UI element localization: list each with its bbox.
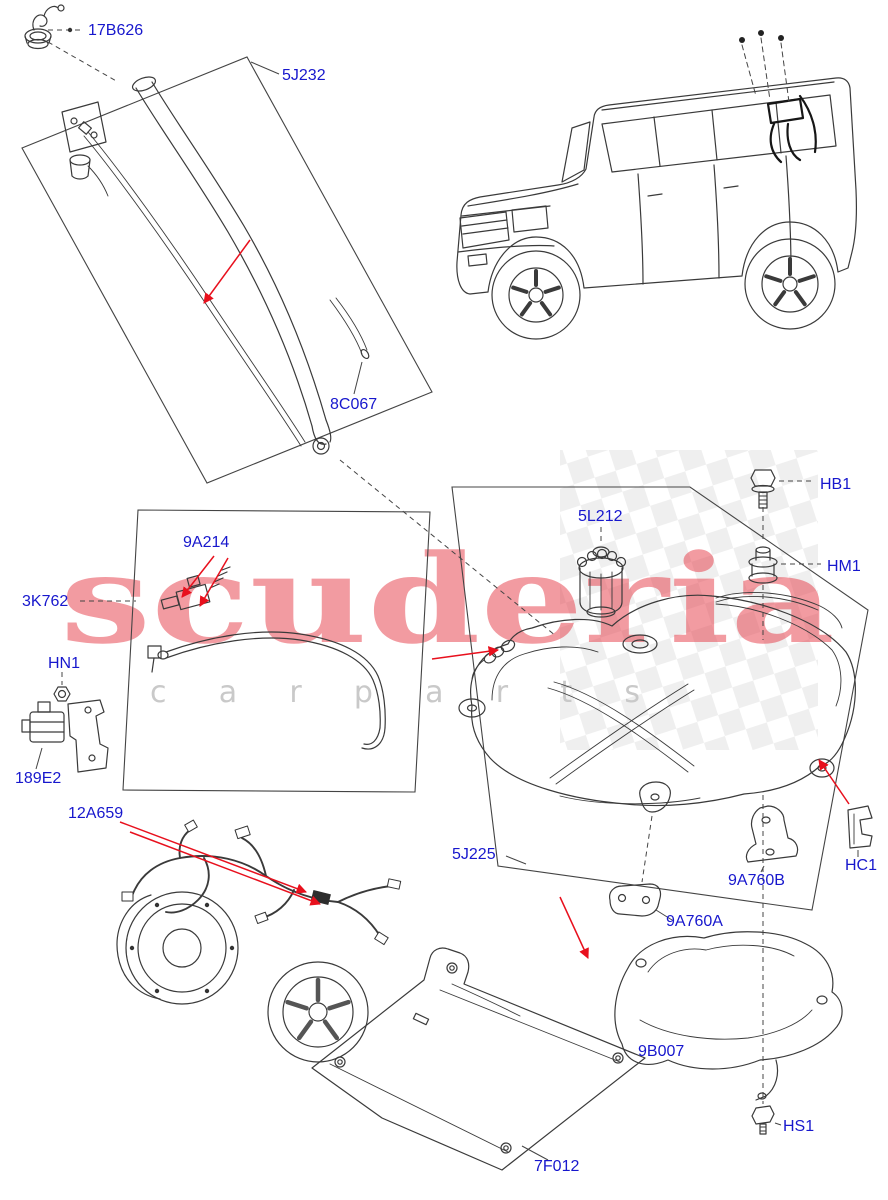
fuel-filler-unit-highlight — [766, 94, 817, 164]
vent-valve-group — [122, 509, 431, 793]
nut-hn1 — [53, 686, 71, 702]
red-leader-arrow — [559, 896, 589, 959]
assembly-dash-lines — [47, 41, 764, 1104]
filler-pipe-group — [21, 4, 433, 484]
window-pillars — [653, 101, 782, 167]
harness-connector — [121, 891, 134, 902]
roof-rail — [601, 81, 835, 111]
harness-connector — [254, 911, 269, 924]
harness-target-connector — [310, 889, 331, 905]
windshield — [561, 121, 591, 183]
road-wheel — [267, 961, 369, 1063]
solenoid-group — [21, 686, 109, 773]
harness-sketch — [116, 819, 402, 1063]
label-17B626: 17B626 — [88, 22, 143, 39]
harness-connector — [374, 931, 389, 946]
red-leader-arrow — [181, 555, 215, 598]
red-leader-arrow — [119, 821, 307, 894]
grille — [459, 211, 510, 249]
cap-spring — [32, 5, 59, 31]
label-12A659: 12A659 — [68, 805, 123, 822]
cap-stud — [57, 4, 65, 12]
red-leader-arrow — [203, 239, 251, 304]
vent-pipe-3k762 — [147, 631, 386, 750]
label-HC1: HC1 — [845, 857, 877, 874]
bellhousing — [125, 891, 239, 1005]
label-9B007: 9B007 — [638, 1043, 684, 1060]
bracket-9a760b — [745, 805, 799, 863]
hood-lines — [461, 183, 579, 217]
label-5J232: 5J232 — [282, 67, 326, 84]
grommet-hm1 — [748, 546, 778, 584]
red-pointer-arrows — [119, 239, 850, 959]
side-glass — [601, 94, 837, 173]
label-9A760B: 9A760B — [728, 872, 785, 889]
tank-left-ear — [458, 698, 486, 718]
tank-center-ear — [639, 781, 671, 813]
label-3K762: 3K762 — [22, 593, 68, 610]
label-HS1: HS1 — [783, 1118, 814, 1135]
roof-fastener-leaders — [741, 37, 790, 103]
label-HM1: HM1 — [827, 558, 861, 575]
label-5J225: 5J225 — [452, 846, 496, 863]
headlight — [511, 205, 549, 233]
filler-cap — [24, 4, 65, 50]
label-HN1: HN1 — [48, 655, 80, 672]
bolt-hs1 — [751, 1105, 775, 1135]
label-HB1: HB1 — [820, 476, 851, 493]
door-seams — [637, 155, 792, 285]
watermark: scuderia c a r p a r t s — [60, 450, 835, 750]
pump-flange — [622, 634, 658, 654]
bellhousing-bolts — [129, 902, 235, 994]
red-leader-arrow — [199, 557, 229, 607]
clip-hc1 — [847, 805, 873, 849]
door-handles — [647, 185, 739, 197]
vehicle-body — [456, 77, 857, 295]
vehicle-sketch — [456, 30, 857, 340]
filler-neck-bracket — [61, 101, 107, 153]
roof-fasteners — [739, 30, 784, 43]
part-labels: 17B626 5J232 8C067 9A214 3K762 HN1 189E2… — [15, 22, 877, 1175]
tank-box-outline — [451, 486, 869, 911]
bumper — [457, 244, 555, 267]
solenoid-189e2 — [21, 701, 65, 743]
watermark-brand: scuderia — [60, 527, 835, 671]
fuel-pump-5l212 — [576, 546, 627, 618]
filler-pipe-box-outline — [21, 56, 433, 484]
label-leader-lines — [35, 27, 859, 1161]
checker-flag — [560, 450, 818, 750]
filler-pipe-assembly — [61, 76, 370, 455]
tank-right-ear — [809, 758, 835, 778]
label-5L212: 5L212 — [578, 508, 623, 525]
label-9A760A: 9A760A — [666, 913, 723, 930]
red-leader-arrow — [818, 759, 850, 805]
harness-connector — [386, 878, 402, 890]
label-9A214: 9A214 — [183, 534, 229, 551]
red-leader-arrow — [431, 646, 500, 660]
harness-connector — [184, 819, 198, 833]
harness-connector — [234, 825, 251, 840]
label-8C067: 8C067 — [330, 396, 377, 413]
bracket-9a760a — [609, 883, 662, 917]
rear-wheel — [744, 238, 836, 330]
underbody-group — [311, 931, 843, 1171]
solenoid-bracket — [67, 699, 109, 773]
label-189E2: 189E2 — [15, 770, 61, 787]
red-leader-arrow — [129, 831, 321, 906]
shield-9b007 — [614, 931, 843, 1101]
label-7F012: 7F012 — [534, 1158, 579, 1175]
skid-plate-7f012 — [311, 947, 646, 1171]
front-wheel — [491, 250, 581, 340]
watermark-tagline: c a r p a r t s — [150, 675, 640, 710]
valve-box-outline — [122, 509, 431, 793]
